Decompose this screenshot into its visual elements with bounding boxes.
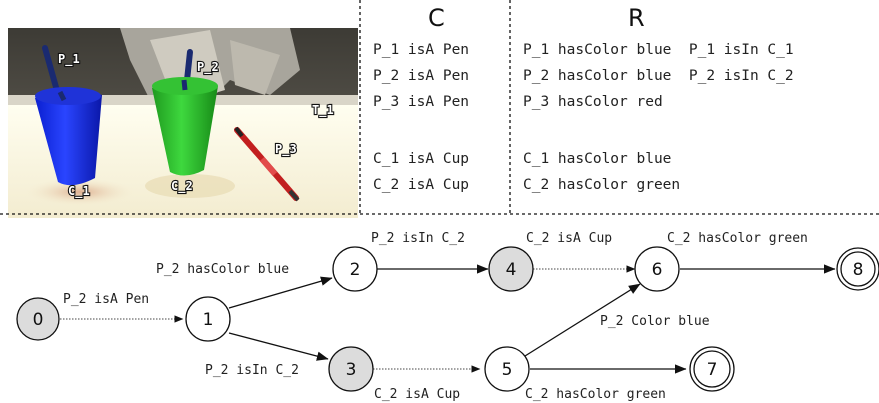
cup-shadow xyxy=(25,178,135,206)
edge-label: P_2 isIn C_2 xyxy=(371,231,465,246)
node-label: 7 xyxy=(707,360,718,380)
node-7: 7 xyxy=(689,346,735,392)
node-6: 6 xyxy=(634,246,680,292)
scene-machine-part xyxy=(230,40,280,95)
edge-label: P_2 Color blue xyxy=(600,314,710,329)
edge-5-6 xyxy=(524,283,641,357)
edge-labels: P_2 isA Pen P_2 hasColor blue P_2 isIn C… xyxy=(63,231,808,402)
node-label: 8 xyxy=(853,260,864,280)
edge-label: P_2 isA Pen xyxy=(63,292,149,307)
edge-label: C_2 hasColor green xyxy=(525,387,666,402)
graph-nodes: 0 1 2 3 4 5 6 7 xyxy=(16,246,879,392)
r-fact: P_3 hasColor red xyxy=(523,94,663,110)
node-label: 2 xyxy=(350,260,361,280)
edge-label: C_2 isA Cup xyxy=(374,387,460,402)
r-fact: C_2 hasColor green xyxy=(523,177,680,193)
scene-photo: P_1 P_2 P_3 T_1 C_1 C_2 xyxy=(8,28,358,218)
pen-p2-inside xyxy=(181,79,188,91)
scene-label: P_1 xyxy=(58,52,80,67)
r-fact: P_2 hasColor blue P_2 isIn C_2 xyxy=(523,68,794,84)
cup-shadow xyxy=(145,174,235,198)
scene-label: T_1 xyxy=(312,103,334,118)
graph-edges xyxy=(60,264,836,374)
node-5: 5 xyxy=(484,346,530,392)
edge-label: C_2 isA Cup xyxy=(526,231,612,246)
edge-label: P_2 hasColor blue xyxy=(156,262,289,277)
edge-1-3 xyxy=(228,332,329,361)
node-label: 6 xyxy=(652,260,663,280)
node-2: 2 xyxy=(332,246,378,292)
pen-p3-tip xyxy=(288,189,300,202)
node-4: 4 xyxy=(488,246,534,292)
c-fact: C_1 isA Cup xyxy=(373,151,469,167)
node-0: 0 xyxy=(16,297,60,341)
r-fact: P_1 hasColor blue P_1 isIn C_1 xyxy=(523,42,794,58)
c-fact: P_1 isA Pen xyxy=(373,42,469,58)
edge-1-2 xyxy=(228,276,333,309)
edge-label: C_2 hasColor green xyxy=(667,231,808,246)
blue-cup-rim xyxy=(35,87,101,105)
node-8: 8 xyxy=(836,247,879,291)
scene-label: C_2 xyxy=(171,179,193,194)
node-label: 5 xyxy=(502,360,513,380)
column-header-r: R xyxy=(628,4,645,32)
node-1: 1 xyxy=(185,296,231,342)
fact-table: C R P_1 isA Pen P_2 isA Pen P_3 isA Pen … xyxy=(373,4,794,193)
blue-cup xyxy=(35,90,102,186)
pen-p1-inside xyxy=(57,90,67,102)
node-label: 0 xyxy=(33,310,44,330)
node-label: 3 xyxy=(346,360,357,380)
scene-label: C_1 xyxy=(68,184,90,199)
column-header-c: C xyxy=(428,4,445,32)
node-label: 4 xyxy=(506,260,517,280)
c-fact: P_2 isA Pen xyxy=(373,68,469,84)
edge-label: P_2 isIn C_2 xyxy=(205,363,299,378)
scene-label: P_3 xyxy=(275,142,297,157)
r-fact: C_1 hasColor blue xyxy=(523,151,671,167)
c-fact: P_3 isA Pen xyxy=(373,94,469,110)
c-fact: C_2 isA Cup xyxy=(373,177,469,193)
scene-label: P_2 xyxy=(197,60,219,75)
green-cup xyxy=(152,80,218,176)
node-3: 3 xyxy=(328,346,374,392)
pen-p3-clip xyxy=(234,126,244,138)
node-label: 1 xyxy=(203,310,214,330)
pen-p3-band xyxy=(259,157,278,176)
